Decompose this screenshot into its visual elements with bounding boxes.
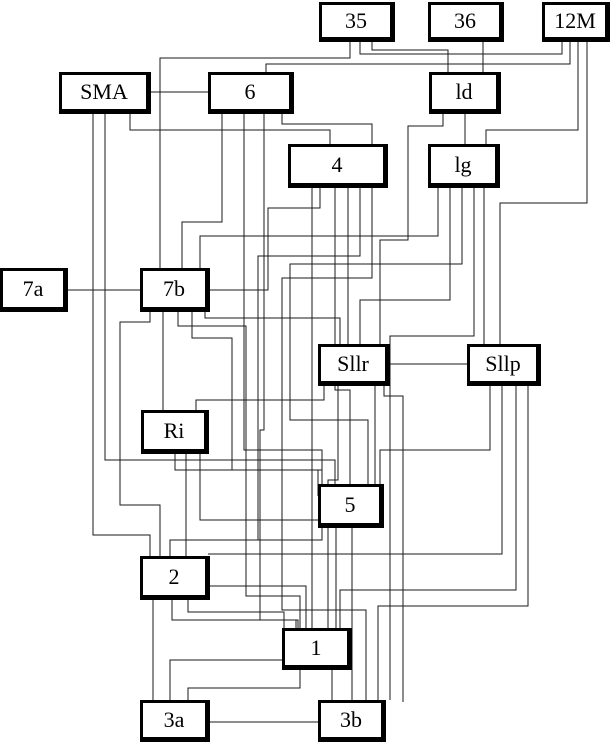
node-6: 6: [208, 72, 294, 114]
link-ri-5: [174, 452, 319, 496]
link-7b-1: [177, 310, 301, 628]
link-35-7b: [159, 42, 351, 270]
link-4-3b: [281, 188, 373, 702]
link-sllp-2: [208, 384, 503, 555]
link-ri-1: [185, 452, 307, 628]
node-sma: SMA: [59, 72, 151, 114]
node-2: 2: [140, 556, 210, 600]
link-35-ld: [371, 42, 449, 76]
link-sllp-3b: [377, 384, 529, 702]
node-7b: 7b: [140, 268, 210, 312]
node-36: 36: [428, 2, 504, 42]
link-lg-5: [289, 188, 463, 484]
node-sllp: Sllp: [467, 344, 541, 386]
link-4-7b: [210, 188, 321, 291]
node-12m: 12M: [542, 2, 610, 42]
node-lg: lg: [428, 144, 500, 188]
link-2-3b: [171, 600, 297, 630]
link-6-7b: [181, 112, 223, 270]
node-7a: 7a: [0, 268, 68, 312]
link-sllp-1: [339, 384, 517, 628]
node-ld: ld: [429, 72, 501, 114]
link-sllr-ri: [195, 384, 325, 412]
node-1: 1: [282, 628, 352, 670]
link-35-12m: [359, 40, 563, 55]
link-sma-2: [92, 112, 151, 558]
node-3b: 3b: [318, 700, 386, 742]
link-7b-sllr: [204, 310, 341, 345]
link-12m-6: [265, 40, 571, 76]
link-sma-5: [104, 112, 336, 484]
node-ri: Ri: [141, 410, 209, 454]
link-4-5: [334, 188, 351, 484]
link-sllp-5: [379, 384, 491, 484]
node-3a: 3a: [140, 700, 210, 742]
link-5-2: [169, 526, 323, 558]
link-ri-2: [199, 452, 320, 521]
node-5: 5: [318, 484, 384, 528]
link-7b-5: [191, 310, 323, 484]
link-lg-sllr: [359, 188, 451, 345]
link-lg-3b: [389, 188, 475, 700]
link-12m-sllp: [499, 40, 588, 345]
link-sllr-3b: [383, 384, 404, 702]
node-35: 35: [319, 2, 395, 42]
link-1-3a-b: [169, 659, 284, 702]
node-4: 4: [288, 144, 388, 188]
link-7b-2: [119, 310, 161, 558]
link-ld-sllr: [379, 112, 444, 345]
link-6-4: [281, 112, 373, 146]
link-lg-7b: [199, 188, 439, 270]
link-6-1: [259, 112, 299, 628]
link-6-5: [243, 112, 323, 484]
node-sllr: Sllr: [318, 344, 390, 386]
link-2-1: [187, 600, 285, 640]
link-1-3a: [187, 670, 301, 702]
link-sma-4: [129, 112, 331, 146]
link-12m-lg: [485, 40, 579, 150]
